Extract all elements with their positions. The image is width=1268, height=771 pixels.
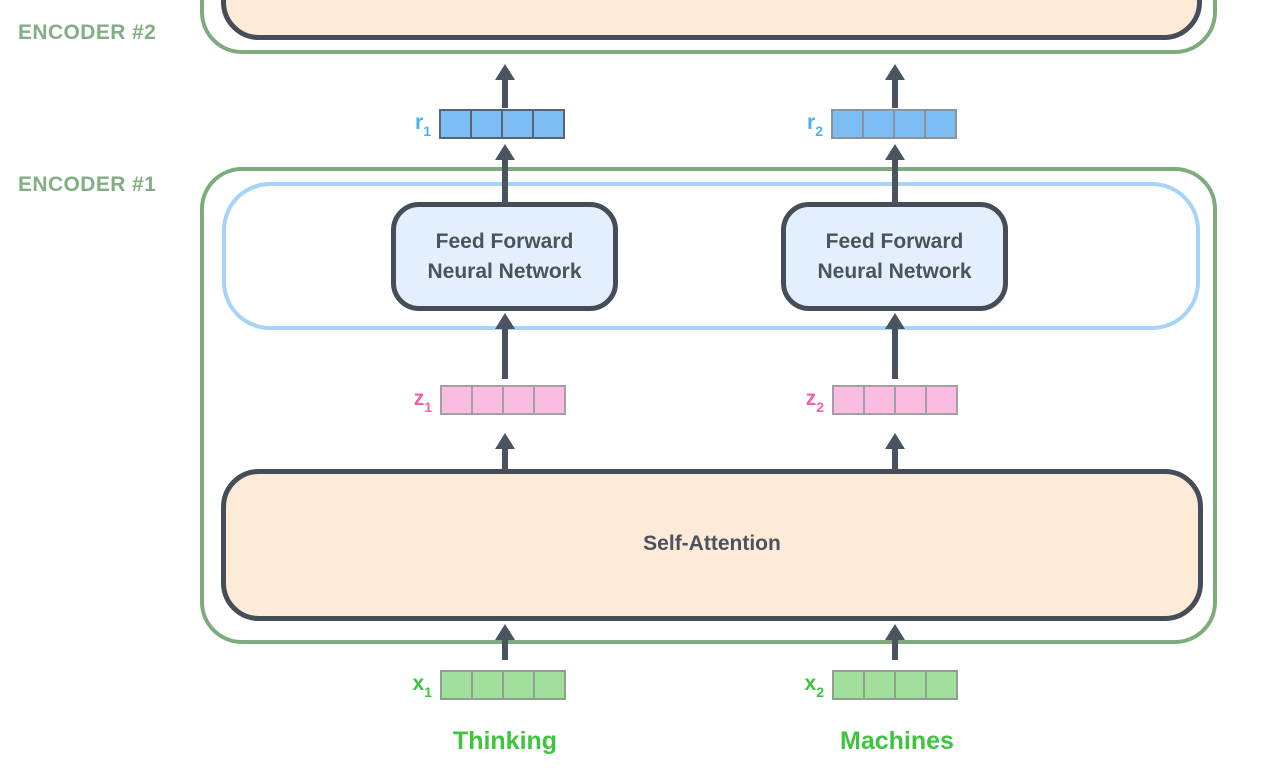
- encoder1-label: ENCODER #1: [18, 173, 157, 196]
- arrow-head-icon: [495, 433, 515, 449]
- arrow-stem: [502, 329, 508, 379]
- arrow-head-icon: [885, 64, 905, 80]
- up-arrow-icon: [495, 144, 515, 204]
- vector-x2: x2: [784, 670, 958, 700]
- vector-z2-cells: [832, 385, 958, 415]
- vector-cell: [532, 109, 565, 139]
- vector-cell: [831, 109, 864, 139]
- vector-cell: [501, 109, 534, 139]
- vector-cell: [470, 109, 503, 139]
- vector-cell: [502, 670, 535, 700]
- arrow-stem: [892, 329, 898, 379]
- up-arrow-icon: [885, 64, 905, 108]
- arrow-head-icon: [885, 624, 905, 640]
- vector-cell: [440, 670, 473, 700]
- feed-forward-label-line2: Neural Network: [427, 259, 582, 283]
- feed-forward-container-box: [222, 182, 1200, 330]
- arrow-stem: [502, 640, 508, 660]
- vector-cell: [440, 385, 473, 415]
- vector-r2-label: r2: [807, 110, 823, 140]
- arrow-stem: [892, 160, 898, 204]
- vector-cell: [893, 109, 926, 139]
- vector-cell: [471, 385, 504, 415]
- input-word-thinking: Thinking: [452, 727, 558, 755]
- arrow-head-icon: [495, 624, 515, 640]
- vector-r1-cells: [439, 109, 565, 139]
- feed-forward-box-1: Feed Forward Neural Network: [391, 202, 618, 311]
- encoder1-box: [200, 167, 1217, 644]
- vector-cell: [502, 385, 535, 415]
- feed-forward-label-line1: Feed Forward: [825, 229, 964, 253]
- arrow-head-icon: [885, 313, 905, 329]
- vector-cell: [832, 670, 865, 700]
- vector-x2-label: x2: [804, 671, 824, 701]
- vector-cell: [832, 385, 865, 415]
- arrow-stem: [892, 640, 898, 660]
- vector-cell: [471, 670, 504, 700]
- arrow-stem: [502, 160, 508, 204]
- vector-r1-label: r1: [415, 110, 431, 140]
- vector-cell: [863, 385, 896, 415]
- vector-x2-cells: [832, 670, 958, 700]
- self-attention-label: Self-Attention: [643, 531, 781, 555]
- arrow-head-icon: [885, 433, 905, 449]
- up-arrow-icon: [885, 433, 905, 470]
- arrow-head-icon: [885, 144, 905, 160]
- vector-r1: r1: [391, 109, 565, 139]
- vector-cell: [894, 670, 927, 700]
- vector-cell: [925, 670, 958, 700]
- arrow-stem: [502, 449, 508, 470]
- input-word-machines: Machines: [840, 727, 954, 755]
- vector-cell: [925, 385, 958, 415]
- feed-forward-box-2: Feed Forward Neural Network: [781, 202, 1008, 311]
- self-attention-box: Self-Attention: [221, 469, 1203, 621]
- vector-cell: [439, 109, 472, 139]
- vector-z1: z1: [392, 385, 566, 415]
- vector-z1-cells: [440, 385, 566, 415]
- feed-forward-label-line2: Neural Network: [817, 259, 972, 283]
- up-arrow-icon: [495, 64, 515, 108]
- vector-cell: [533, 670, 566, 700]
- up-arrow-icon: [495, 313, 515, 379]
- vector-cell: [924, 109, 957, 139]
- up-arrow-icon: [885, 624, 905, 660]
- encoder2-label: ENCODER #2: [18, 21, 157, 44]
- vector-cell: [533, 385, 566, 415]
- arrow-stem: [892, 449, 898, 470]
- vector-z2: z2: [784, 385, 958, 415]
- vector-r2: r2: [783, 109, 957, 139]
- vector-cell: [894, 385, 927, 415]
- arrow-head-icon: [495, 144, 515, 160]
- arrow-stem: [502, 80, 508, 108]
- vector-x1-cells: [440, 670, 566, 700]
- vector-cell: [862, 109, 895, 139]
- vector-cell: [863, 670, 896, 700]
- vector-x1: x1: [392, 670, 566, 700]
- up-arrow-icon: [495, 624, 515, 660]
- vector-z1-label: z1: [413, 386, 432, 416]
- vector-z2-label: z2: [805, 386, 824, 416]
- arrow-head-icon: [495, 64, 515, 80]
- up-arrow-icon: [885, 144, 905, 204]
- up-arrow-icon: [885, 313, 905, 379]
- arrow-head-icon: [495, 313, 515, 329]
- arrow-stem: [892, 80, 898, 108]
- vector-r2-cells: [831, 109, 957, 139]
- encoder2-attention-box: [221, 0, 1202, 40]
- feed-forward-label-line1: Feed Forward: [435, 229, 574, 253]
- vector-x1-label: x1: [412, 671, 432, 701]
- up-arrow-icon: [495, 433, 515, 470]
